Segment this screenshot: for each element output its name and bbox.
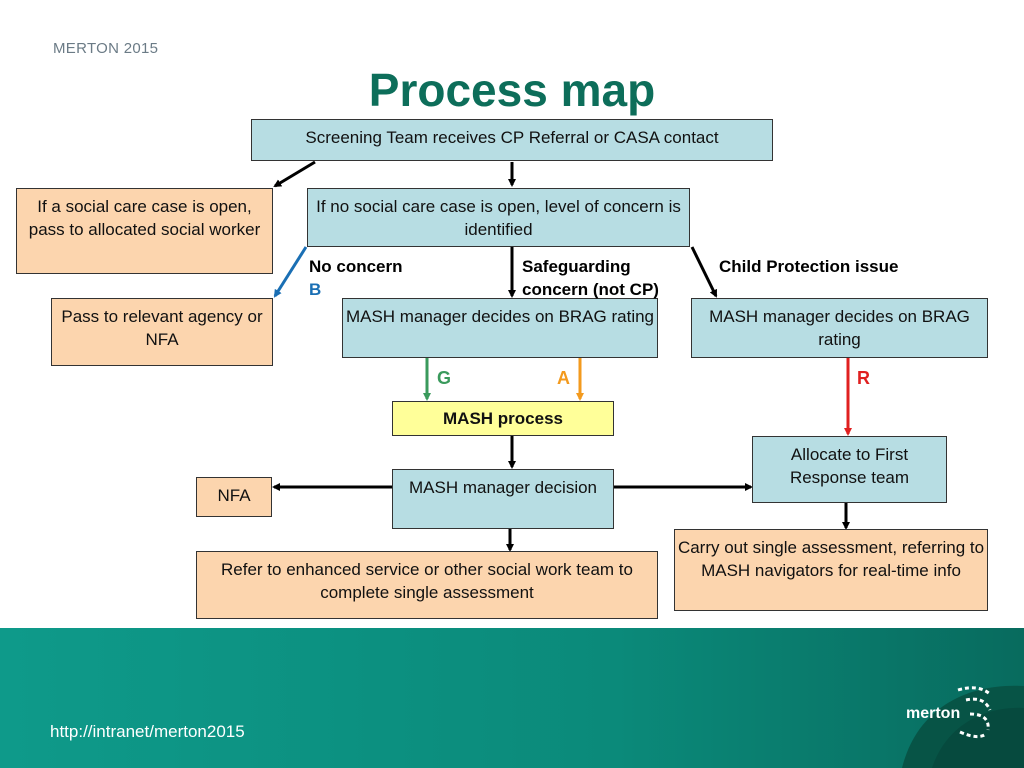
footer-band	[0, 628, 1024, 768]
node-mash-brag-2: MASH manager decides on BRAG rating	[691, 298, 988, 358]
page-title: Process map	[368, 64, 656, 116]
label-b: B	[309, 280, 322, 299]
label-child-protection: Child Protection issue	[719, 257, 899, 276]
node-refer: Refer to enhanced service or other socia…	[196, 551, 658, 619]
node-nfa: NFA	[196, 477, 272, 517]
node-no-case: If no social care case is open, level of…	[307, 188, 690, 247]
node-mash-process: MASH process	[392, 401, 614, 436]
node-allocate-first: Allocate to First Response team	[752, 436, 947, 503]
node-mash-decision: MASH manager decision	[392, 469, 614, 529]
node-carry-out: Carry out single assessment, referring t…	[674, 529, 988, 611]
label-safeguarding-1: Safeguarding	[522, 257, 631, 276]
node-screening: Screening Team receives CP Referral or C…	[251, 119, 773, 161]
label-g: G	[437, 368, 452, 388]
footer-url: http://intranet/merton2015	[50, 722, 245, 741]
merton-logo-text: merton	[906, 705, 961, 722]
node-open-case: If a social care case is open, pass to a…	[16, 188, 273, 274]
label-safeguarding-2: concern (not CP)	[522, 280, 659, 299]
arrow-child-protection	[690, 246, 718, 298]
node-relevant-agency: Pass to relevant agency or NFA	[51, 298, 273, 366]
merton-logo-icon	[957, 686, 992, 739]
label-r: R	[857, 368, 870, 388]
label-a: A	[557, 368, 570, 388]
brand-header: MERTON 2015	[53, 40, 159, 57]
node-mash-brag-1: MASH manager decides on BRAG rating	[342, 298, 658, 358]
arrow-no-concern	[273, 246, 308, 298]
merton-logo-shape	[902, 685, 1024, 768]
arrow-to-open-case	[273, 160, 316, 188]
label-no-concern: No concern	[309, 257, 403, 276]
